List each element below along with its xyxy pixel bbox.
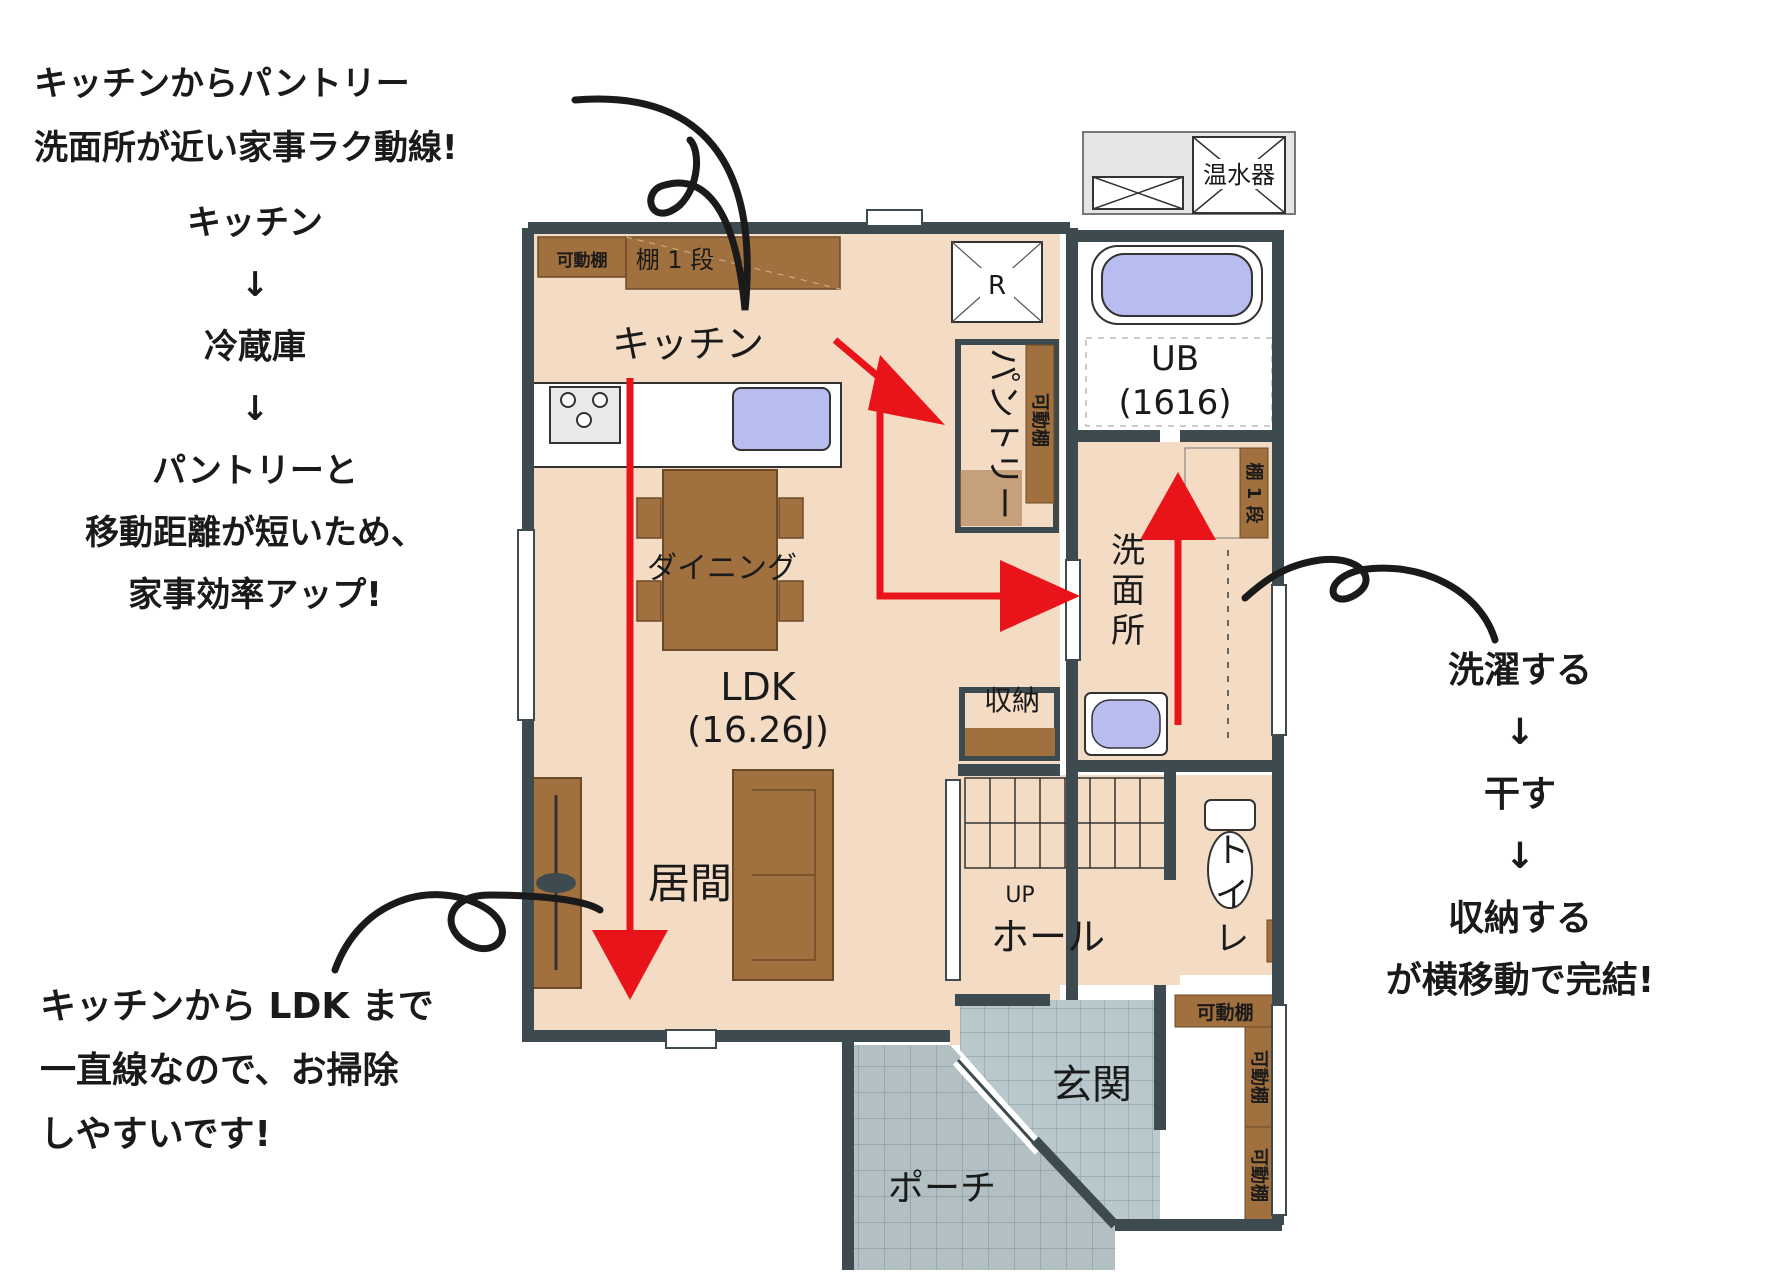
entrance-label: 玄関 — [1052, 1062, 1132, 1108]
wash-v-char: 面 — [1111, 571, 1145, 611]
porch-label: ポーチ — [888, 1168, 996, 1209]
up-label: UP — [1005, 883, 1034, 908]
note-bottom-left-line-2: 一直線なので、お掃除 — [40, 1050, 399, 1091]
water-heater-label: 温水器 — [1203, 161, 1275, 189]
entrance-shelf-side-2 — [1244, 1126, 1274, 1223]
note-top-left: キッチンからパントリー 洗面所が近い家事ラク動線! — [34, 52, 458, 180]
toilet-label: トイレ — [1215, 831, 1249, 959]
note-bottom-left: キッチンから LDK まで 一直線なので、お掃除 しやすいです! — [40, 975, 434, 1167]
note-left-flow: キッチン ↓ 冷蔵庫 ↓ パントリーと 移動距離が短いため、 家事効率アップ! — [40, 192, 470, 626]
svg-text:洗面所: 洗面所 — [1111, 531, 1145, 651]
flow-arrows — [592, 337, 1216, 1000]
note-right-flow: 洗濯する ↓ 干す ↓ 収納する が横移動で完結! — [1340, 640, 1700, 1012]
kitchen-shelf-one-label: 棚 1 段 — [636, 246, 715, 274]
toilet-v-char: イ — [1215, 875, 1249, 915]
note-left-flow-6: 移動距離が短いため、 — [85, 513, 425, 553]
toilet-tank — [1204, 799, 1256, 831]
porch-floor — [850, 1045, 1115, 1270]
entrance-shelf-top — [1174, 994, 1276, 1028]
ub-label: UB — [1151, 339, 1199, 379]
note-left-flow-4: ↓ — [240, 389, 270, 429]
note-right-flow-1: 洗濯する — [1447, 650, 1592, 691]
water-heater-cross-icon — [1092, 176, 1184, 210]
wash-shelf-label: 棚 1 段 — [1243, 462, 1265, 524]
note-right-flow-4: ↓ — [1504, 836, 1536, 877]
dining-label: ダイニング — [647, 551, 797, 586]
wash-v-char: 洗 — [1111, 531, 1145, 571]
note-right-flow-6: が横移動で完結! — [1385, 960, 1655, 1001]
ldk-size-label: (16.26J) — [687, 710, 829, 751]
toilet-bowl — [1207, 831, 1253, 909]
pantry-shelf-label: 可動棚 — [1029, 393, 1051, 447]
pantry-shelf — [1025, 344, 1055, 504]
toilet-v-char: レ — [1215, 919, 1249, 959]
entrance-shelf-side-1 — [1244, 1026, 1274, 1128]
entrance-shelf-side-1-label: 可動棚 — [1248, 1050, 1270, 1104]
ldk-label: LDK — [720, 665, 796, 709]
storage-label: 収納 — [984, 684, 1040, 717]
kitchen-sink — [732, 387, 831, 451]
living-label: 居間 — [648, 859, 732, 908]
kitchen-shelf-movable-label: 可動棚 — [557, 250, 608, 271]
pantry-label: パントリー — [983, 348, 1023, 520]
note-left-flow-3: 冷蔵庫 — [204, 327, 306, 367]
fridge-label: R — [988, 271, 1006, 301]
note-right-flow-3: 干す — [1483, 774, 1556, 815]
svg-text:トイレ: トイレ — [1215, 831, 1249, 959]
note-bottom-left-line-3: しやすいです! — [40, 1114, 271, 1155]
wash-v-char: 所 — [1111, 611, 1145, 651]
dining-table — [662, 469, 778, 651]
entrance-shelf-side-2-label: 可動棚 — [1248, 1148, 1270, 1202]
entrance-shelf-top-label: 可動棚 — [1196, 1001, 1253, 1024]
wash-shelf — [1239, 447, 1269, 539]
ub-size-label: (1616) — [1118, 383, 1231, 423]
note-top-left-line-2: 洗面所が近い家事ラク動線! — [34, 128, 458, 168]
note-bottom-left-line-1: キッチンから LDK まで — [40, 986, 434, 1027]
entrance-floor — [960, 1000, 1160, 1225]
note-left-flow-1: キッチン — [187, 203, 323, 243]
note-left-flow-2: ↓ — [240, 265, 270, 305]
annotation-curls — [331, 95, 1499, 974]
note-right-flow-2: ↓ — [1504, 712, 1536, 753]
note-top-left-line-1: キッチンからパントリー — [34, 64, 410, 104]
note-right-flow-5: 収納する — [1447, 898, 1592, 939]
kitchen-label: キッチン — [612, 322, 764, 366]
note-left-flow-5: パントリーと — [152, 451, 358, 491]
washroom-label: 洗面所 — [1111, 531, 1145, 651]
hall-label: ホール — [991, 915, 1105, 959]
note-left-flow-7: 家事効率アップ! — [128, 575, 382, 615]
toilet-v-char: ト — [1215, 831, 1249, 871]
